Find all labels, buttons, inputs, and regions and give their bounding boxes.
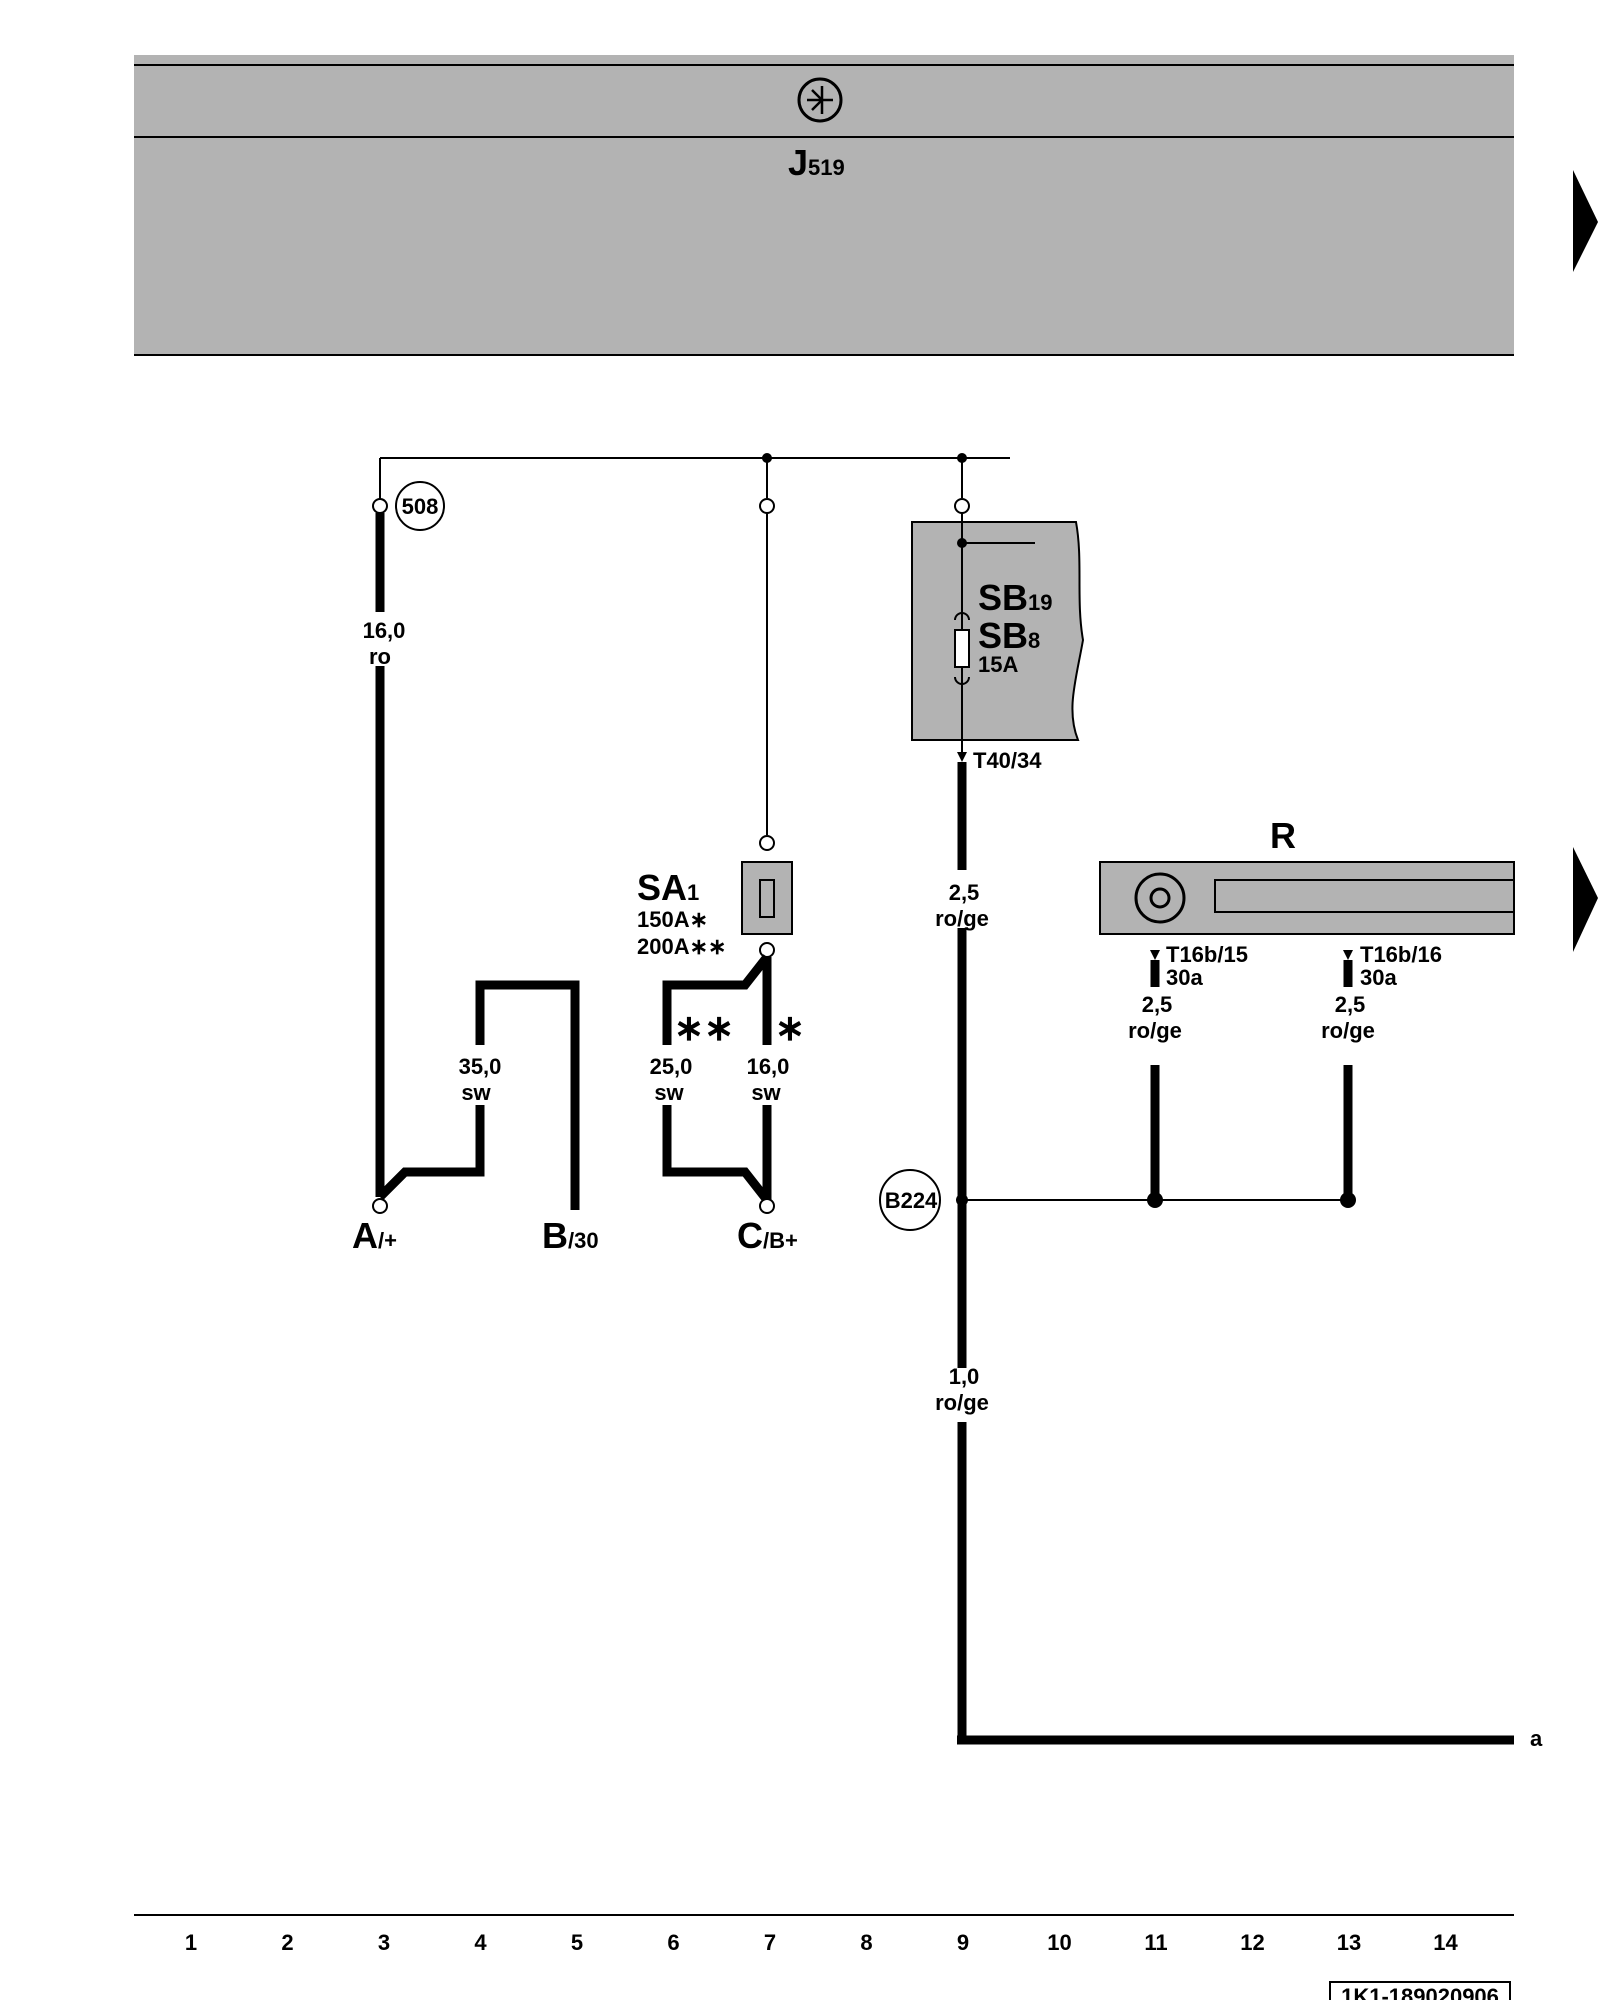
radio-pin2-terminal: 30a bbox=[1360, 965, 1397, 990]
wire-size-label: 16,0 bbox=[747, 1054, 790, 1079]
column-number: 6 bbox=[667, 1930, 679, 1955]
junction-b224: B224 bbox=[879, 1169, 1356, 1231]
column-number: 10 bbox=[1047, 1930, 1071, 1955]
fuse-sa1-label: SA1 bbox=[637, 867, 699, 908]
header-band: J519 bbox=[134, 55, 1514, 356]
svg-text:508: 508 bbox=[402, 494, 439, 519]
column-number: 9 bbox=[957, 1930, 969, 1955]
column-number: 5 bbox=[571, 1930, 583, 1955]
wire-color-label: sw bbox=[751, 1080, 781, 1105]
wire-color-label: ro/ge bbox=[1128, 1018, 1182, 1043]
connector-t40-34: T40/34 bbox=[973, 748, 1042, 773]
right-triangle-icon bbox=[1573, 847, 1598, 952]
radio-knob-icon bbox=[1134, 872, 1186, 924]
wire-size-label: 2,5 bbox=[1142, 992, 1173, 1017]
column-number: 2 bbox=[281, 1930, 293, 1955]
doc-code-box: 1K1-189020906 bbox=[1329, 1981, 1511, 2000]
fuse-sb8-label: SB8 bbox=[978, 615, 1040, 656]
fuse-sa1-box bbox=[741, 861, 793, 935]
svg-text:1K1-189020906: 1K1-189020906 bbox=[1341, 1984, 1499, 2000]
column-number: 14 bbox=[1433, 1930, 1458, 1955]
radio-pin1-connector: T16b/15 bbox=[1166, 942, 1248, 967]
header-background bbox=[134, 55, 1514, 355]
wire-size-label: 25,0 bbox=[650, 1054, 693, 1079]
terminal-a: a bbox=[1530, 1726, 1543, 1751]
wire-label-gap bbox=[642, 1045, 692, 1105]
fuse-icon bbox=[759, 879, 775, 918]
column-number: 4 bbox=[474, 1930, 487, 1955]
wire-size-label: 35,0 bbox=[459, 1054, 502, 1079]
column-number: 13 bbox=[1337, 1930, 1361, 1955]
terminal-C: C/B+ bbox=[737, 1215, 798, 1256]
svg-text:B224: B224 bbox=[885, 1188, 938, 1213]
wire-mark: ∗∗ bbox=[674, 1007, 734, 1048]
wire-label-gap bbox=[455, 1045, 505, 1105]
fuse-sa1-rating1: 150A∗ bbox=[637, 907, 708, 932]
fuse-sb19-label: SB19 bbox=[978, 577, 1053, 618]
bus-30 bbox=[379, 453, 1010, 506]
wire-color-label: ro bbox=[369, 644, 391, 669]
radio-pin2-connector: T16b/16 bbox=[1360, 942, 1442, 967]
column-number: 7 bbox=[764, 1930, 776, 1955]
wire-size-label: 16,0 bbox=[363, 618, 406, 643]
radio-pin1-terminal: 30a bbox=[1166, 965, 1203, 990]
column-number: 12 bbox=[1240, 1930, 1264, 1955]
fuse-sb-rating: 15A bbox=[978, 652, 1018, 677]
module-label: J519 bbox=[788, 142, 845, 183]
column-number: 3 bbox=[378, 1930, 390, 1955]
column-number: 8 bbox=[860, 1930, 872, 1955]
wire-color-label: ro/ge bbox=[1321, 1018, 1375, 1043]
wire-size-label: 2,5 bbox=[1335, 992, 1366, 1017]
radio-slot bbox=[1214, 879, 1515, 913]
radio-label: R bbox=[1270, 815, 1296, 856]
wire-mark: ∗ bbox=[775, 1007, 805, 1048]
wire-color-label: ro/ge bbox=[935, 906, 989, 931]
connection-node-508: 508 bbox=[395, 481, 445, 531]
fuse-sa1-rating2: 200A∗∗ bbox=[637, 934, 726, 959]
wire-size-label: 1,0 bbox=[949, 1364, 980, 1389]
wire-size-label: 2,5 bbox=[949, 880, 980, 905]
wire-color-label: ro/ge bbox=[935, 1390, 989, 1415]
control-unit-symbol-icon bbox=[797, 77, 843, 123]
fuse-icon bbox=[954, 629, 970, 668]
wire-color-label: sw bbox=[461, 1080, 491, 1105]
fuse-holder-box bbox=[911, 521, 1085, 741]
column-number: 1 bbox=[185, 1930, 197, 1955]
wire-color-label: sw bbox=[654, 1080, 684, 1105]
terminal-A: A/+ bbox=[352, 1215, 397, 1256]
wire-label-gap bbox=[742, 1045, 792, 1105]
fuse-sb-branch bbox=[911, 458, 1514, 1745]
right-triangle-icon bbox=[1573, 170, 1598, 272]
radio-unit bbox=[1099, 861, 1515, 1200]
column-number: 11 bbox=[1144, 1930, 1167, 1955]
wire-red-16 bbox=[372, 498, 580, 1214]
terminal-B: B/30 bbox=[542, 1215, 599, 1256]
